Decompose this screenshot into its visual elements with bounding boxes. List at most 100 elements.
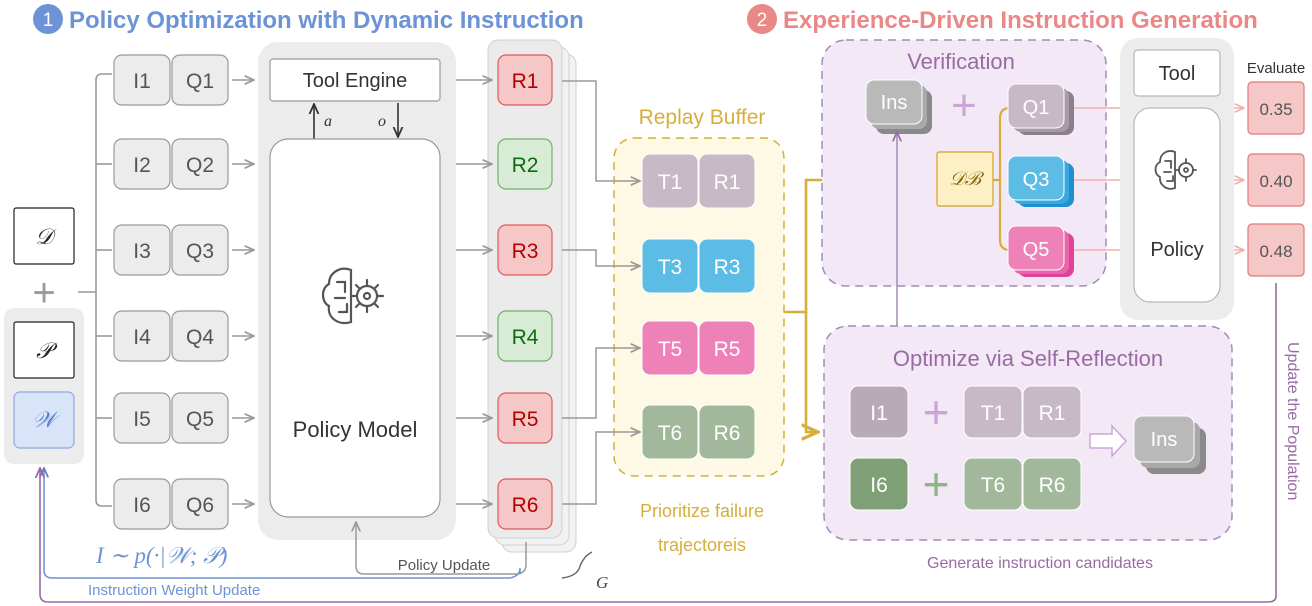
input-bracket [78,73,112,507]
section2-header: 2 Experience-Driven Instruction Generati… [747,4,1258,34]
instruction-label: I2 [133,154,151,177]
sampling-formula: I ∼ p(·|𝒲; 𝒫) [95,543,227,568]
question-label: Q6 [186,494,214,517]
score-value: 0.35 [1259,100,1292,119]
policy-box [1133,107,1221,303]
reflection-title: Optimize via Self-Reflection [893,346,1163,371]
reflection-caption: Generate instruction candidates [927,555,1153,572]
reflection-instruction-label: I6 [870,474,888,497]
weights-box [13,391,75,449]
section1-title: Policy Optimization with Dynamic Instruc… [69,7,584,34]
policy-update-line [356,522,527,575]
update-population-line [40,283,1277,603]
observation-label: o [378,113,386,130]
question-box [171,392,229,444]
evaluate-title: Evaluate [1247,60,1305,77]
policy-block: Tool Engine a o Policy Model [258,42,456,540]
dataset-plus: + [32,271,55,315]
verification-question-label: Q1 [1023,97,1050,119]
instruction-box [113,310,171,362]
replay-buffer-title: Replay Buffer [639,106,766,129]
policy-update-label: Policy Update [398,557,491,574]
dataset-symbol: 𝒟 [35,224,57,249]
rollout-box [497,310,553,362]
reflection-instruction-label: I1 [870,402,888,425]
instruction-label: I1 [133,70,151,93]
rollout-label: R4 [512,326,539,349]
question-box [171,224,229,276]
verification-ins-box [865,79,923,125]
pair-row: I1 Q1 [113,54,254,106]
tool-label: Tool [1159,63,1196,85]
reflection-output-box [1133,415,1195,463]
trajectory-label: T6 [658,422,683,445]
section2-number: 2 [757,10,768,31]
instruction-label: I3 [133,240,151,263]
question-label: Q2 [186,154,214,177]
instruction-box [113,54,171,106]
question-label: Q5 [186,408,214,431]
brain-gear-icon [1154,150,1197,190]
verification-question-box [1007,155,1065,201]
reflection-output-label: Ins [1151,429,1178,451]
trajectory-box [641,153,699,209]
score-box [1247,81,1305,135]
rollout-stack-layer-1 [487,39,563,539]
pair-row: I4 Q4 [96,310,254,362]
score-value: 0.48 [1259,242,1292,261]
rollout-buffer-connectors [562,80,640,505]
buffer-row: T3 R3 [641,238,756,294]
question-box [171,478,229,530]
group-label: G [596,573,608,592]
verification-plus: + [951,81,977,130]
group-brace [561,551,593,579]
policy-label: Policy [1150,239,1203,261]
rollout-stack [487,39,577,553]
verification-question-box [1007,225,1065,271]
reflection-trajectory-label: T1 [981,402,1006,425]
rollout-label: R3 [512,240,539,263]
verification-title: Verification [907,49,1015,74]
instruction-box [113,224,171,276]
evaluate-scores: 0.350.400.48 [1247,81,1305,277]
brain-gear-icon [321,267,385,325]
section1-number-badge [33,4,63,34]
rollout-label: R6 [512,494,539,517]
evaluator-panel: Tool Policy [1120,38,1234,320]
question-label: Q1 [186,70,214,93]
policy-model-label: Policy Model [293,417,418,442]
population-box [13,321,75,379]
reward-box [698,320,756,376]
instruction-box [113,392,171,444]
reflection-reward-box [1022,385,1082,439]
reflection-trajectory-box [963,457,1023,511]
instruction-box [113,478,171,530]
rollout-box [497,54,553,106]
reward-box [698,153,756,209]
question-label: Q4 [186,326,214,349]
reward-label: R3 [714,256,741,279]
reflection-output-arrow [1089,424,1128,458]
buffer-sample-label: 𝒟ℬ [949,169,984,190]
score-box [1247,223,1305,277]
trajectory-label: T3 [658,256,683,279]
reflection-trajectory-label: T6 [981,474,1006,497]
dataset-box [13,207,75,265]
reflection-plus: + [923,458,950,510]
rollout-box [497,478,553,530]
input-panel: 𝒟 + 𝒫 𝒲 [4,207,84,464]
instruction-label: I4 [133,326,151,349]
tool-box [1133,49,1221,97]
